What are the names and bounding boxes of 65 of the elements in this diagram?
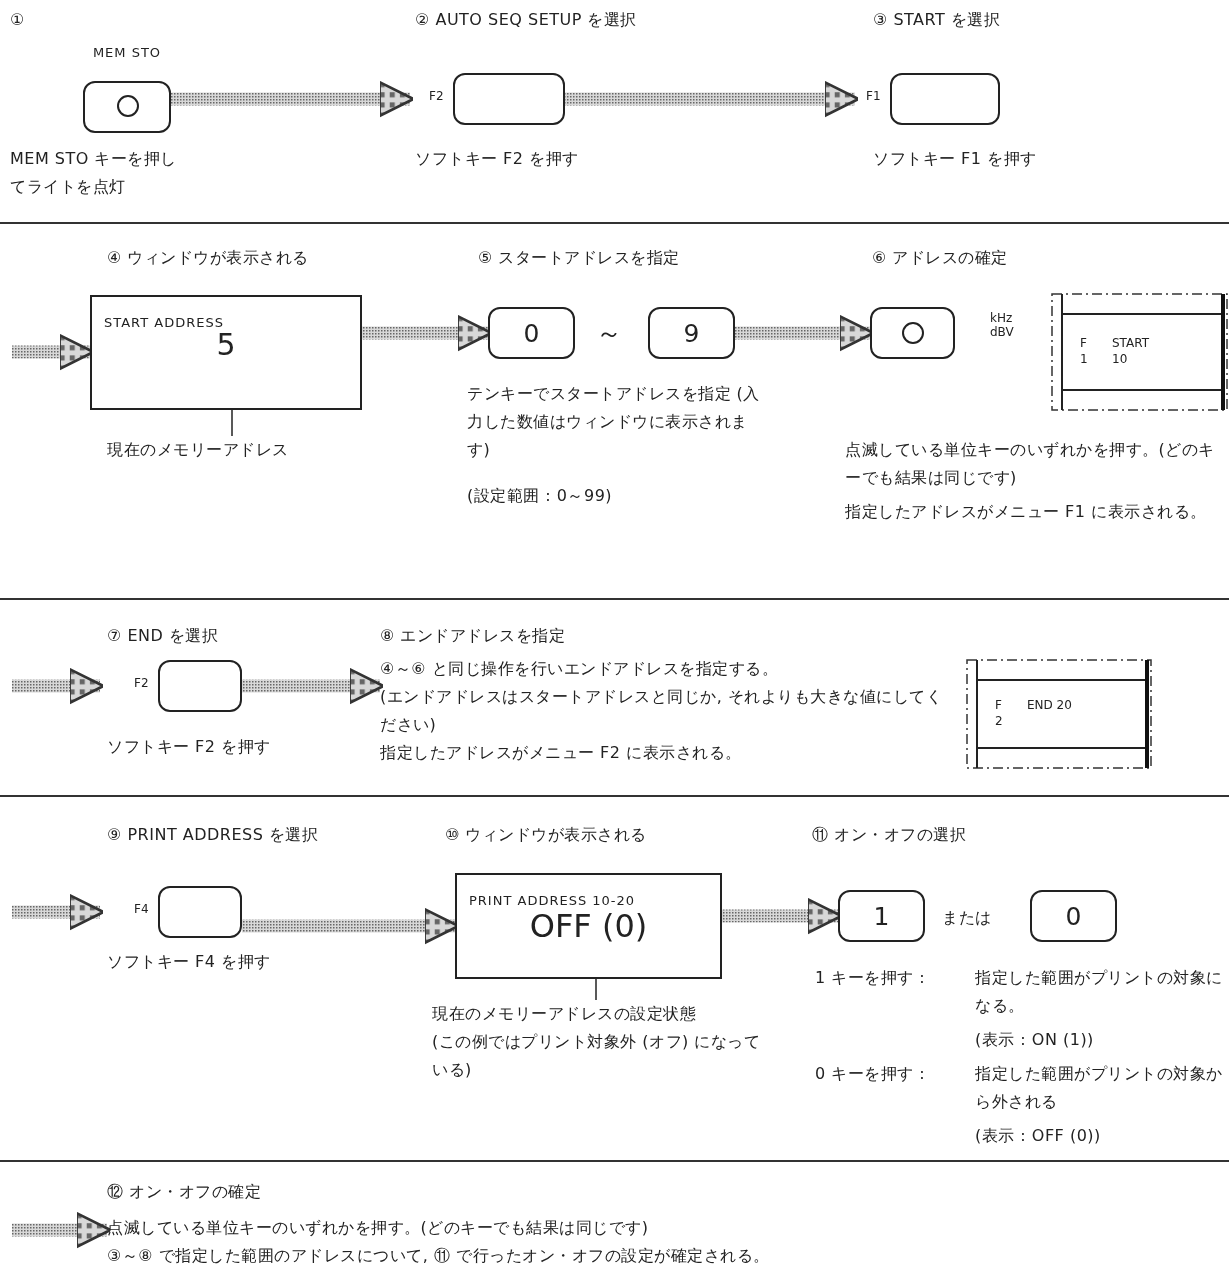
step-heading: ② AUTO SEQ SETUP を選択 (415, 9, 638, 31)
instruction-text: ソフトキー F1 を押す (873, 148, 1038, 170)
arrow (12, 1211, 112, 1249)
number-key: 0 (488, 307, 575, 359)
arrow (565, 80, 860, 118)
display-value: 5 (215, 327, 237, 362)
step-heading: ⑤ スタートアドレスを指定 (478, 247, 681, 269)
instruction-text: 指定した範囲がプリントの対象から外される (975, 1063, 1224, 1113)
key-label: F2 (429, 89, 444, 103)
menu-label: F 1 (1080, 336, 1089, 368)
arrow (12, 667, 105, 705)
instruction-text: 指定したアドレスがメニュー F1 に表示される。 (845, 501, 1208, 523)
menu-label: START 10 (1112, 336, 1151, 368)
conjunction-text: または (942, 907, 993, 929)
instruction-text: 点滅している単位キーのいずれかを押す。(どのキーでも結果は同じです) (107, 1217, 650, 1239)
arrow (242, 667, 385, 705)
step-heading: ⑩ ウィンドウが表示される (445, 824, 648, 846)
arrow (12, 893, 105, 931)
instruction-text: 現在のメモリーアドレスの設定状態 (432, 1003, 697, 1025)
instruction-text: (表示 : ON (1)) (975, 1029, 1095, 1051)
instruction-text: 指定したアドレスがメニュー F2 に表示される。 (380, 742, 743, 764)
unit-label: kHz dBV (990, 311, 1015, 340)
annotation-text: 現在のメモリーアドレス (107, 436, 357, 464)
instruction-text: 1 キーを押す : (815, 967, 927, 989)
key-label: F4 (134, 902, 149, 916)
step-heading: ⑧ エンドアドレスを指定 (380, 625, 567, 647)
instruction-text: ソフトキー F4 を押す (107, 951, 272, 973)
instruction-text: 0 キーを押す : (815, 1063, 927, 1085)
key-label: F1 (866, 89, 881, 103)
step-number: ① (10, 9, 26, 31)
instruction-text: (表示 : OFF (0)) (975, 1125, 1102, 1147)
display-window (455, 873, 722, 979)
menu-label: END 20 (1027, 698, 1073, 714)
number-key: 9 (648, 307, 735, 359)
instruction-text: ソフトキー F2 を押す (107, 736, 272, 758)
instruction-text: テンキーでスタートアドレスを指定 (入力した数値はウィンドウに表示されます) (467, 383, 761, 461)
number-key: 1 (838, 890, 925, 942)
step-heading: ⑪ オン・オフの選択 (812, 824, 968, 846)
range-sign: ～ (596, 317, 623, 350)
number-key: 0 (1030, 890, 1117, 942)
key-label: F2 (134, 676, 149, 690)
step-heading: ③ START を選択 (873, 9, 1002, 31)
step-heading: ⑦ END を選択 (107, 625, 220, 647)
menu-display (1050, 292, 1229, 412)
display-title: PRINT ADDRESS 10-20 (469, 893, 636, 908)
instruction-text: MEM STO キーを押してライトを点灯 (10, 148, 178, 198)
step-heading: ⑫ オン・オフの確定 (107, 1181, 263, 1203)
step-heading: ⑥ アドレスの確定 (872, 247, 1009, 269)
instruction-text: (設定範囲 : 0～99) (467, 485, 614, 507)
key-label: MEM STO (91, 45, 163, 60)
display-title: START ADDRESS (104, 315, 224, 330)
step-heading: ⑨ PRINT ADDRESS を選択 (107, 824, 320, 846)
instruction-text: ③～⑧ で指定した範囲のアドレスについて, ⑪ で行ったオン・オフの設定が確定される。 (107, 1245, 771, 1267)
step-heading: ④ ウィンドウが表示される (107, 247, 310, 269)
menu-display (965, 658, 1153, 770)
instruction-text: (この例ではプリント対象外 (オフ) になっている) (432, 1031, 762, 1081)
display-value: OFF (0) (528, 907, 649, 945)
instruction-text: 点滅している単位キーのいずれかを押す。(どのキーでも結果は同じです) (845, 439, 1216, 489)
instruction-text: 指定した範囲がプリントの対象になる。 (975, 967, 1224, 1017)
arrow (171, 80, 415, 118)
display-window (90, 295, 362, 410)
instruction-text: ④～⑥ と同じ操作を行いエンドアドレスを指定する。 (380, 658, 780, 680)
instruction-text: (エンドアドレスはスタートアドレスと同じか, それよりも大きな値にしてください) (380, 686, 944, 736)
menu-label: F 2 (995, 698, 1004, 730)
instruction-text: ソフトキー F2 を押す (415, 148, 580, 170)
